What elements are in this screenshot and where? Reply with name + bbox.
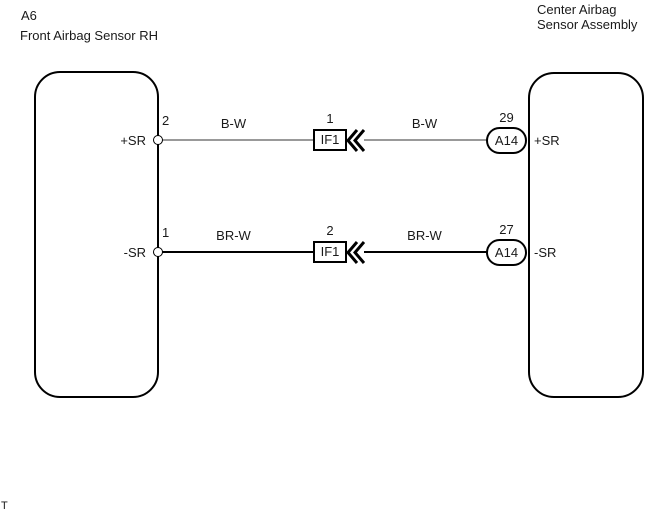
wire-color-code: BR-W bbox=[216, 228, 251, 243]
right-pin-label: -SR bbox=[534, 245, 557, 260]
right-connector-oval: A14 bbox=[486, 239, 527, 266]
wire-row-top: +SR 2 B-W 1 IF1 B-W 29 A14 +SR bbox=[0, 107, 652, 159]
right-pin-label: +SR bbox=[534, 133, 560, 148]
left-pin-number: 2 bbox=[162, 113, 170, 128]
right-component-title-line1: Center Airbag bbox=[537, 2, 617, 17]
wire-segment bbox=[162, 139, 314, 141]
connector-chevron-icon bbox=[346, 129, 365, 152]
left-pin-label: -SR bbox=[123, 245, 146, 260]
left-component-title: Front Airbag Sensor RH bbox=[20, 28, 159, 43]
right-component-title-line2: Sensor Assembly bbox=[537, 17, 638, 32]
right-connector-oval: A14 bbox=[486, 127, 527, 154]
right-component-box bbox=[528, 72, 644, 398]
wire-segment bbox=[162, 251, 314, 253]
wire-segment bbox=[364, 251, 487, 253]
wire-row-bottom: -SR 1 BR-W 2 IF1 BR-W 27 A14 -SR bbox=[0, 219, 652, 271]
wire-segment bbox=[364, 139, 487, 141]
left-component-id: A6 bbox=[21, 8, 37, 23]
terminal-circle-icon bbox=[153, 135, 163, 145]
connector-pin-number: 2 bbox=[326, 223, 334, 238]
inline-connector-box: IF1 bbox=[313, 129, 347, 151]
left-pin-label: +SR bbox=[120, 133, 146, 148]
right-pin-number: 29 bbox=[499, 110, 514, 125]
connector-chevron-icon bbox=[346, 241, 365, 264]
left-pin-number: 1 bbox=[162, 225, 170, 240]
wire-color-code: B-W bbox=[220, 116, 247, 131]
connector-pin-number: 1 bbox=[326, 111, 334, 126]
inline-connector-box: IF1 bbox=[313, 241, 347, 263]
right-pin-number: 27 bbox=[499, 222, 514, 237]
truncated-edge-text: T bbox=[1, 500, 8, 512]
wire-color-code: B-W bbox=[411, 116, 438, 131]
left-component-box bbox=[34, 71, 159, 398]
terminal-circle-icon bbox=[153, 247, 163, 257]
wire-color-code: BR-W bbox=[407, 228, 442, 243]
